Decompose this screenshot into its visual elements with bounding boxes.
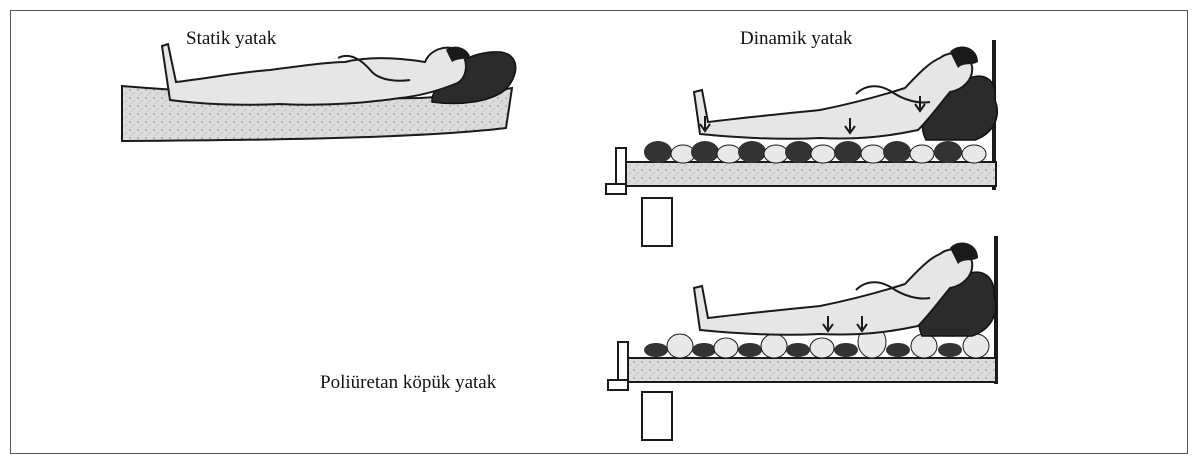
dynamic-bed-label: Dinamik yatak xyxy=(740,28,852,50)
dynamic-air-cells xyxy=(644,141,986,163)
static-bed-label: Statik yatak xyxy=(186,28,276,50)
static-patient-body xyxy=(162,44,466,105)
foam-bed-label: Poliüretan köpük yatak xyxy=(320,372,496,394)
dynamic-control-unit xyxy=(642,198,672,246)
dynamic-bed-frame xyxy=(626,162,996,186)
foam-control-unit xyxy=(642,392,672,440)
dynamic-bed-illustration xyxy=(606,40,997,246)
foam-bed-illustration xyxy=(608,236,996,440)
static-bed-illustration xyxy=(122,44,516,141)
foam-bed-frame xyxy=(628,358,996,382)
